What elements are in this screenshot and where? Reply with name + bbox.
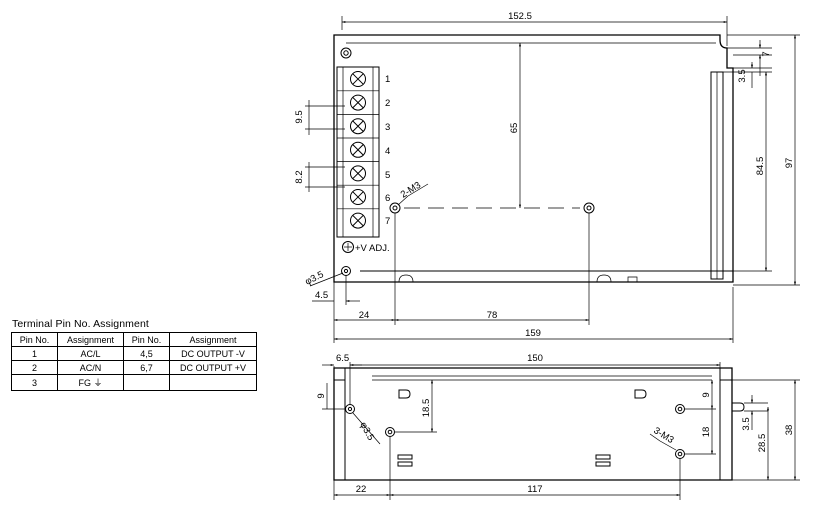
table-cell: DC OUTPUT -V: [169, 346, 257, 361]
column-header: Assignment: [169, 332, 257, 347]
top-view: 1 2 3 4 5 6 7 +V ADJ. 152.5: [294, 11, 800, 343]
column-header: Pin No.: [11, 332, 58, 347]
side-view-outline: [333, 367, 733, 481]
screw-callout-2m3: 2-M3: [399, 180, 423, 201]
dim-hole-offset: 4.5: [315, 290, 328, 301]
table-cell: 3: [11, 374, 58, 391]
m3-screw-icon: [583, 202, 595, 214]
terminal-label: 6: [385, 193, 390, 204]
terminal-screw-icon: [350, 118, 366, 135]
terminal-label: 5: [385, 170, 390, 181]
table-cell: 2: [11, 360, 58, 375]
dim-bottom-overall: 159: [525, 328, 541, 339]
dim-side-9-left: 9: [316, 393, 327, 398]
corner-screw-icon: [340, 47, 352, 59]
table-row: 2 AC/N 6,7 DC OUTPUT +V: [11, 360, 257, 375]
dim-side-18-5: 18.5: [421, 399, 432, 418]
terminal-label: 2: [385, 98, 390, 109]
side-hole-diameter: φ3.5: [357, 420, 376, 442]
terminal-label: 4: [385, 146, 390, 157]
side-screw-icon: [675, 449, 685, 459]
dim-right-7: 7: [761, 51, 772, 56]
pin-assignment-table: Pin No. Assignment Pin No. Assignment 1 …: [11, 332, 257, 391]
dim-side-3-5: 3.5: [741, 417, 752, 430]
vadj-potentiometer-icon: [342, 241, 354, 253]
side-hole-icon: [345, 404, 355, 414]
table-cell: FG ⏚: [57, 374, 124, 391]
dim-bottom-78: 78: [487, 310, 498, 321]
dim-side-9-right: 9: [701, 392, 712, 397]
terminal-block: [336, 66, 380, 238]
terminal-label: 7: [385, 216, 390, 227]
terminal-screw-icon: [350, 71, 366, 87]
table-row: 1 AC/L 4,5 DC OUTPUT -V: [11, 346, 257, 361]
vent-cutout: [398, 389, 411, 399]
terminal-label: 1: [385, 74, 390, 85]
pin-assignment-block: Terminal Pin No. Assignment Pin No. Assi…: [11, 318, 257, 391]
vent-cutout: [634, 389, 647, 399]
dim-side-6-5: 6.5: [336, 353, 349, 364]
side-screw-icon: [675, 404, 685, 414]
dim-side-18: 18: [701, 427, 712, 438]
terminal-screw-icon: [350, 212, 366, 229]
table-cell: AC/L: [57, 346, 124, 361]
column-header: Assignment: [57, 332, 124, 347]
table-cell: AC/N: [57, 360, 124, 375]
terminal-screw-icon: [350, 165, 366, 182]
table-cell: [123, 374, 170, 391]
mounting-hole-icon: [341, 266, 351, 276]
dim-overall-height: 97: [784, 158, 795, 169]
dim-terminal-width: 8.2: [294, 170, 305, 183]
dim-side-38: 38: [784, 425, 795, 436]
dim-side-28-5: 28.5: [757, 434, 768, 453]
top-view-outline: [333, 34, 734, 283]
pin-table-title: Terminal Pin No. Assignment: [12, 318, 149, 330]
table-cell: 6,7: [123, 360, 170, 375]
table-header-row: Pin No. Assignment Pin No. Assignment: [11, 332, 257, 347]
terminal-screw-icon: [350, 141, 366, 158]
terminal-labels: 1 2 3 4 5 6 7: [385, 74, 390, 227]
side-view: 6.5 150 9 18.5 φ3.5 9 18 3-M3 3.5: [316, 353, 800, 500]
dim-right-84-5: 84.5: [755, 157, 766, 176]
table-cell: DC OUTPUT +V: [169, 360, 257, 375]
vadj-label: +V ADJ.: [355, 243, 390, 254]
dim-bottom-24: 24: [359, 310, 370, 321]
table-cell: 1: [11, 346, 58, 361]
table-cell: 4,5: [123, 346, 170, 361]
terminal-label: 3: [385, 122, 390, 133]
dim-terminal-pitch: 9.5: [294, 110, 305, 123]
column-header: Pin No.: [123, 332, 170, 347]
terminal-screw-icon: [350, 189, 366, 205]
dim-side-22: 22: [356, 484, 367, 495]
hole-diameter-label: φ3.5: [303, 269, 325, 288]
terminal-screws: [337, 71, 379, 229]
dim-overall-width: 152.5: [508, 11, 532, 22]
dim-mount-vertical: 65: [509, 123, 520, 134]
dim-side-150: 150: [527, 353, 543, 364]
table-cell: [169, 374, 257, 391]
terminal-screw-icon: [350, 94, 366, 111]
dim-right-3-5: 3.5: [737, 69, 748, 82]
side-screw-icon: [385, 427, 395, 437]
table-row: 3 FG ⏚: [11, 374, 257, 391]
dim-side-117: 117: [527, 484, 542, 495]
